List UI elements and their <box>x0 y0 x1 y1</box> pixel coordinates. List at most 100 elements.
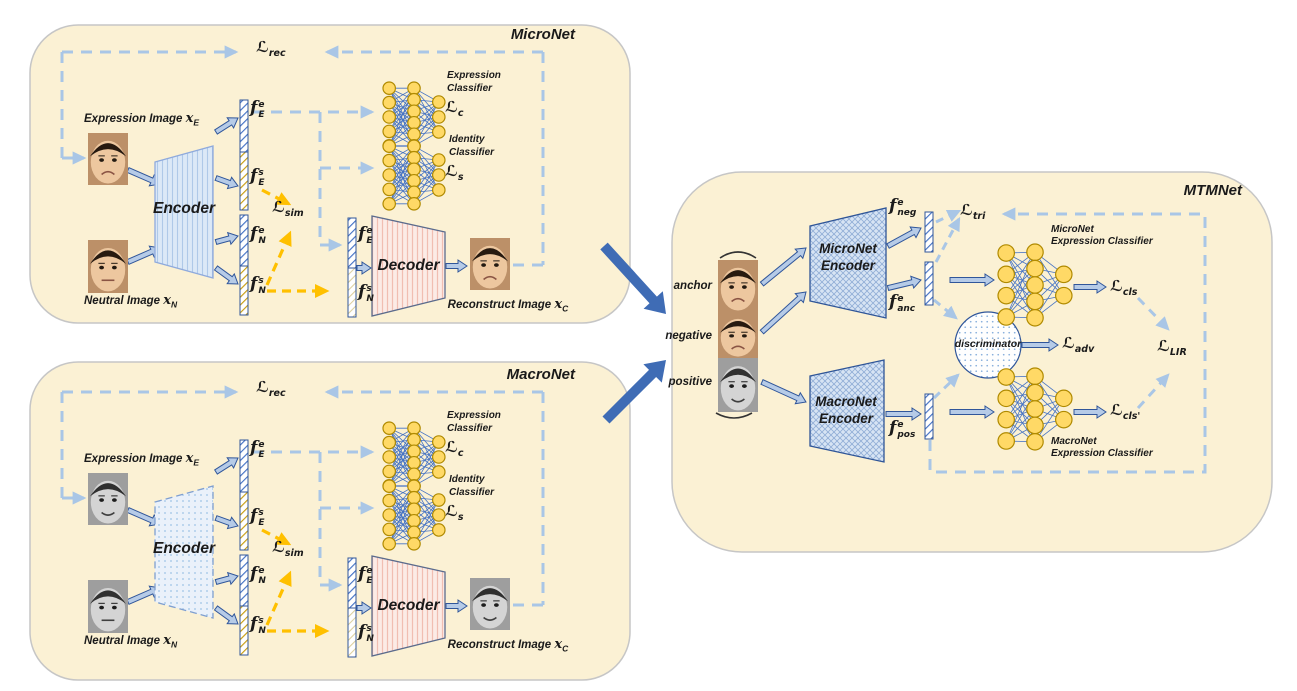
yellow-fns-to-lsim-macro <box>265 570 292 626</box>
dashed-fanc-to-discriminator <box>933 298 958 320</box>
feature-bar-fanc <box>924 261 934 306</box>
macro-classifier-label-2: Expression Classifier <box>1051 448 1153 459</box>
macronet-encoder-label-2: Encoder <box>818 411 873 426</box>
decoder-shape-micro <box>371 215 446 317</box>
negative-image <box>718 312 758 358</box>
decoder-shape-macro <box>371 555 446 657</box>
expression-classifier-label-macro-1: Expression <box>447 410 501 421</box>
anchor-image <box>718 260 758 312</box>
dashed-ltri-loop <box>928 207 1207 474</box>
feature-bar-fneg <box>924 211 934 253</box>
loss-rec-label-micro: ℒrec <box>256 38 286 59</box>
loss-c-label-micro: ℒc <box>445 98 464 119</box>
arrow-encoder-to-fne-micro <box>214 231 239 246</box>
arrow-encoder-to-fns-micro <box>213 265 239 285</box>
decoder-input-bar-fNs-macro <box>347 607 357 658</box>
arrow-positive-to-macronet-encoder <box>760 379 807 405</box>
arrow-macronet-encoder-to-fpos <box>885 407 922 421</box>
loss-s-label-micro: ℒs <box>445 162 464 183</box>
macronet-expression-classifier-network <box>997 367 1073 451</box>
loss-c-label-macro: ℒc <box>445 438 464 459</box>
arrow-encoder-to-fne-macro <box>214 571 239 586</box>
loss-cls-label: ℒcls <box>1110 277 1138 298</box>
decoder-label-macro: Decoder <box>377 597 440 614</box>
arrow-micronet-encoder-to-fneg <box>886 226 922 249</box>
arrow-macronet-to-mtmnet <box>602 360 666 424</box>
identity-classifier-network-micro <box>382 139 446 211</box>
triplet-bracket-top <box>719 251 757 259</box>
arrow-negative-to-micronet-encoder <box>759 291 807 335</box>
loss-tri-label: ℒtri <box>960 201 986 222</box>
expression-image-label-macro: Expression Image xE <box>84 451 200 468</box>
loss-sim-label-macro: ℒsim <box>272 538 304 559</box>
arrow-micro-classifier-to-lcls <box>1073 280 1107 294</box>
reconstruct-image-macro <box>470 578 510 630</box>
loss-rec-label-macro: ℒrec <box>256 378 286 399</box>
identity-classifier-label-macro-2: Classifier <box>449 487 495 498</box>
macro-classifier-label-1: MacroNet <box>1051 436 1097 447</box>
yellow-fns-to-lsim-micro <box>265 230 292 286</box>
dashed-lclsprime-to-llir <box>1136 373 1170 410</box>
arrow-discriminator-to-ladv <box>1021 338 1059 352</box>
dashed-fneg-to-ltri <box>935 209 962 224</box>
arrow-bar-to-decoder-macro <box>356 601 372 615</box>
encoder-shape-micro <box>154 145 214 279</box>
feature-bar-fNs-micro <box>239 265 249 316</box>
dashed-fpos-to-discriminator <box>932 373 960 400</box>
micronet-expression-classifier-network <box>997 243 1073 327</box>
arrow-anchor-to-micronet-encoder <box>759 247 807 287</box>
expression-classifier-label-micro-2: Classifier <box>447 83 493 94</box>
macronet-encoder-label-1: MacroNet <box>815 394 877 409</box>
generated-shapes <box>60 45 1207 658</box>
encoder-label-micro: Encoder <box>152 200 215 217</box>
arrow-encoder-to-fes-micro <box>214 175 239 190</box>
encoder-label-macro: Encoder <box>152 540 215 557</box>
arrow-encoder-to-fes-macro <box>214 515 239 530</box>
reconstruct-image-label-micro: Reconstruct Image xC <box>447 297 569 314</box>
expression-image-micro <box>88 133 128 185</box>
anchor-label: anchor <box>673 280 712 292</box>
arrow-macro-classifier-to-lclsprime <box>1073 405 1107 419</box>
arrow-bar-to-decoder-micro <box>356 261 372 275</box>
arrow-encoder-to-fee-micro <box>214 117 239 135</box>
neutral-image-micro <box>88 240 128 293</box>
reconstruct-image-label-macro: Reconstruct Image xC <box>447 637 569 654</box>
triplet-bracket-bottom <box>715 412 753 419</box>
arrow-micronet-encoder-to-fanc <box>886 275 922 292</box>
decoder-label-micro: Decoder <box>377 257 440 274</box>
negative-label: negative <box>665 330 712 342</box>
encoder-shape-macro <box>154 485 214 619</box>
identity-classifier-label-macro-1: Identity <box>449 474 485 485</box>
yellow-fes-to-lsim-micro <box>261 188 292 206</box>
loss-adv-label: ℒadv <box>1062 334 1095 355</box>
arrow-micronet-to-mtmnet <box>600 242 666 314</box>
neutral-image-label-micro: Neutral Image xN <box>84 293 178 310</box>
arrow-fpos-to-macro-classifier <box>949 405 995 419</box>
expression-classifier-label-micro-1: Expression <box>447 70 501 81</box>
feature-bar-fEe-macro <box>239 439 249 493</box>
neutral-image-macro <box>88 580 128 633</box>
loss-sim-label-micro: ℒsim <box>272 198 304 219</box>
dashed-lcls-to-llir <box>1136 296 1170 331</box>
discriminator-label: discriminator <box>954 338 1022 350</box>
positive-image <box>718 358 758 412</box>
arrow-encoder-to-fns-macro <box>213 605 239 625</box>
mtmnet-title: MTMNet <box>1183 182 1242 199</box>
feature-bar-fNe-macro <box>239 554 249 607</box>
micronet-title: MicroNet <box>510 26 575 43</box>
expression-classifier-network-micro <box>382 81 446 153</box>
expression-classifier-label-macro-2: Classifier <box>447 423 493 434</box>
